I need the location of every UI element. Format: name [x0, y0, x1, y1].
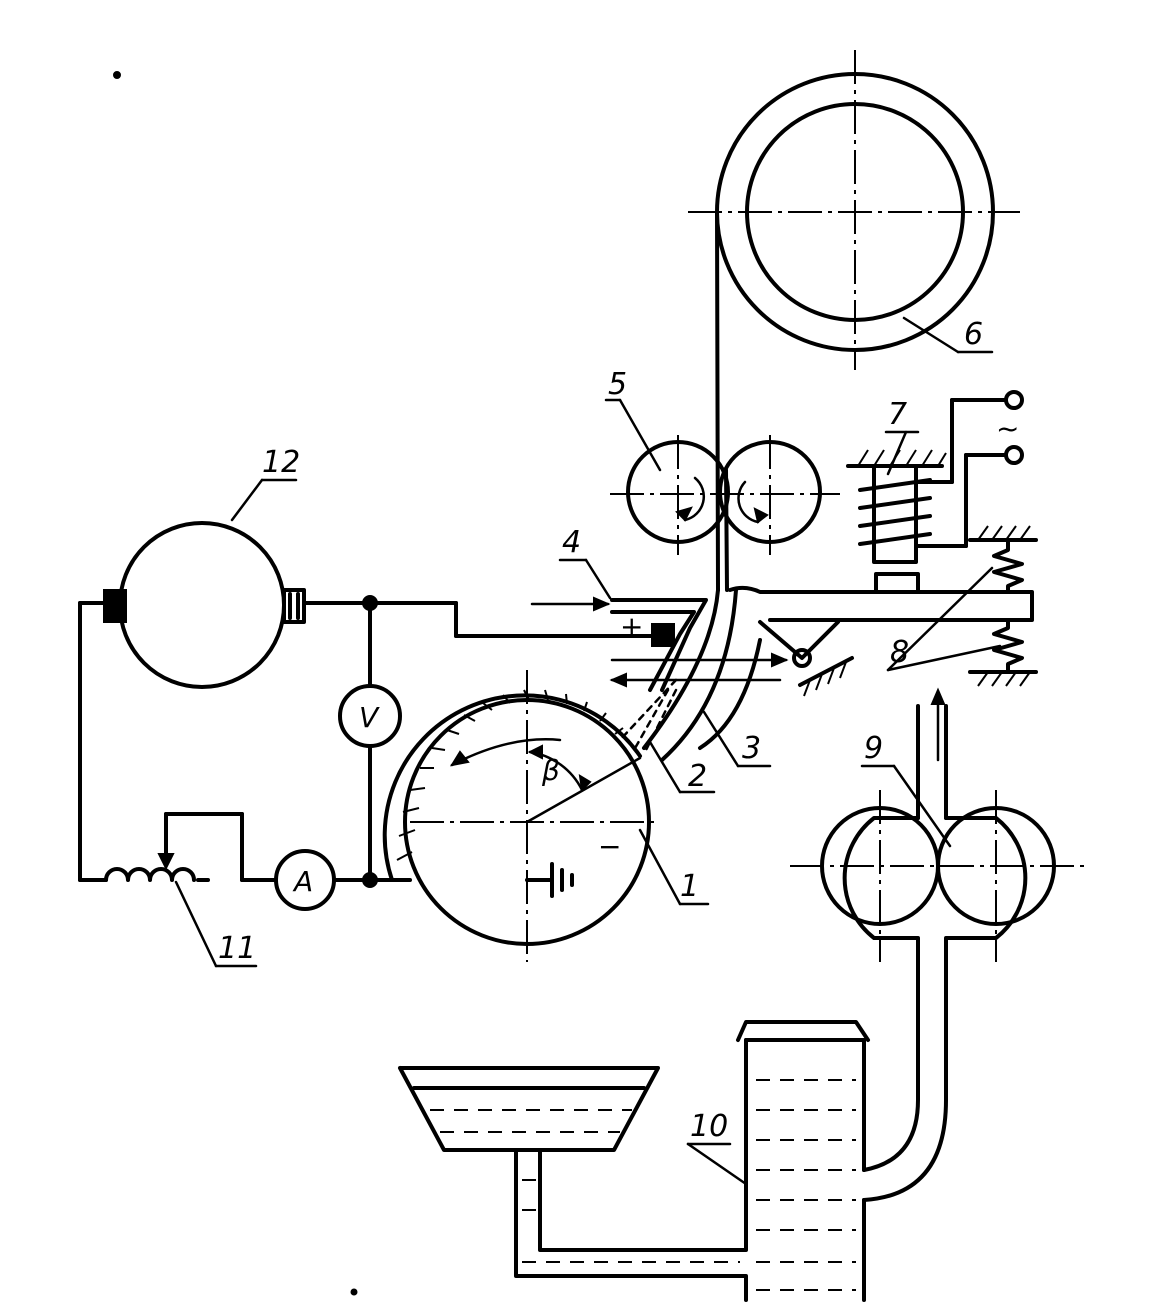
label-rheostat: 11: [218, 931, 256, 966]
label-vibrator: 7: [888, 397, 907, 432]
pump: [790, 687, 1090, 1202]
voltmeter-symbol: V: [359, 701, 380, 734]
circuit-wires: [78, 595, 654, 888]
label-feed-rollers: 5: [608, 367, 627, 402]
liquid-tank: [398, 1020, 870, 1302]
angle-beta: β: [541, 754, 560, 787]
wire-reel: [688, 50, 1020, 370]
rheostat: [104, 812, 258, 968]
label-tank: 10: [690, 1109, 728, 1144]
label-drum: 1: [680, 869, 699, 904]
stray-dot: [350, 1288, 358, 1296]
plus-sign: +: [620, 610, 643, 643]
leader-lines: [230, 316, 1002, 1186]
generator: [103, 521, 306, 689]
stray-dot: [113, 71, 121, 79]
label-guide: 3: [742, 731, 761, 766]
label-electrode: 4: [562, 525, 581, 560]
label-nozzle: 2: [688, 759, 707, 794]
voltmeter: [338, 684, 402, 748]
spray-nozzle: [530, 588, 789, 762]
workpiece-drum: [382, 670, 660, 962]
label-generator: 12: [262, 445, 300, 480]
wire-strands: [715, 210, 729, 592]
ac-symbol: ~: [996, 412, 1019, 445]
label-wire-reel: 6: [964, 317, 983, 352]
label-pump: 9: [864, 731, 883, 766]
vibrator-coil: [846, 390, 1024, 594]
label-lever: 8: [890, 635, 909, 670]
minus-sign: −: [598, 830, 621, 863]
ammeter: [274, 849, 336, 911]
vibrating-lever: [728, 525, 1038, 697]
feed-rollers: [610, 435, 840, 555]
ammeter-symbol: A: [292, 865, 313, 898]
